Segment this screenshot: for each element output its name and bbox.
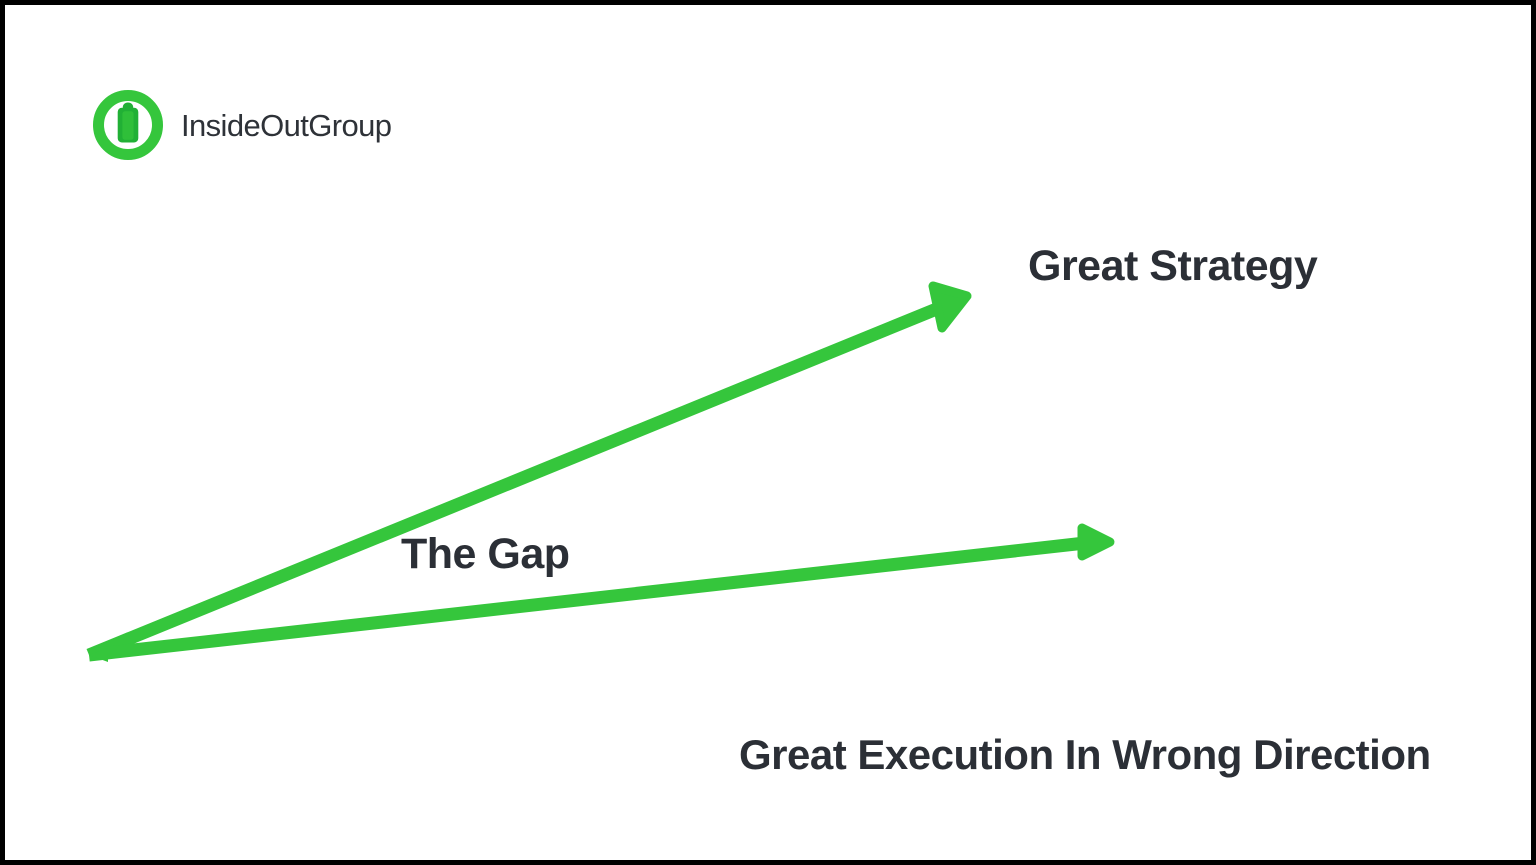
label-the-gap: The Gap: [401, 530, 570, 578]
brand-lockup: InsideOutGroup: [91, 88, 392, 162]
arrow-origin-point: [89, 648, 108, 662]
brand-wordmark: InsideOutGroup: [181, 107, 392, 143]
insideout-ring-bar-icon: [93, 90, 163, 160]
label-great-strategy: Great Strategy: [1028, 242, 1318, 290]
great-execution-arrow: [88, 523, 1115, 662]
label-great-execution: Great Execution In Wrong Direction: [739, 731, 1431, 778]
great-strategy-arrow: [86, 281, 972, 662]
gap-diagram: [86, 281, 1115, 662]
